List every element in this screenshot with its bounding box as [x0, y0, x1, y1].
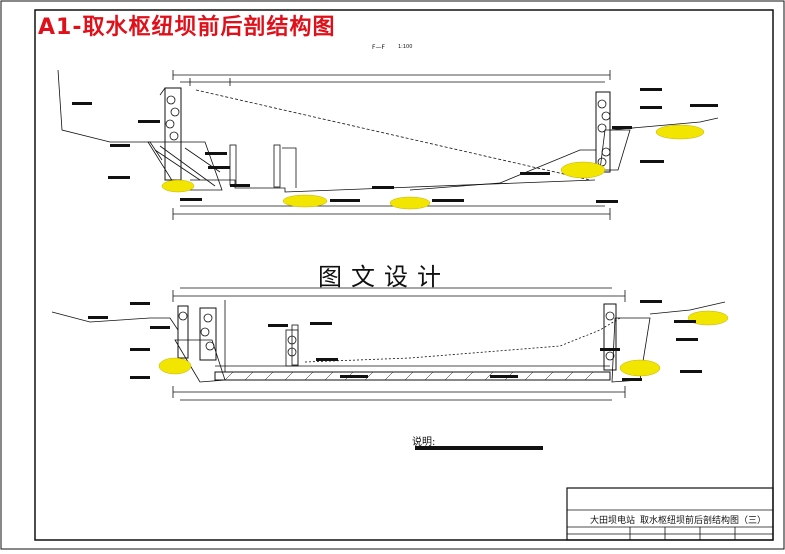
center-caption: 图文设计 — [318, 263, 450, 291]
notes-label: 说明: — [412, 437, 436, 448]
bottom-slab-hatch — [224, 371, 594, 381]
bottom-yellow-fill — [158, 310, 729, 377]
top-section — [57, 69, 719, 220]
section-scale-top: 1:100 — [398, 44, 413, 50]
title-block-project: 大田坝电站 — [590, 516, 636, 526]
bottom-label-bars — [88, 300, 702, 381]
bottom-section — [51, 287, 726, 401]
drawing-overlay-title: A1-取水枢纽坝前后剖结构图 — [38, 15, 336, 40]
top-label-bars — [72, 88, 718, 203]
inner-frame — [34, 9, 774, 541]
title-block-drawing-title: 取水枢纽坝前后剖结构图（三） — [640, 516, 767, 526]
section-label-top: F—F — [372, 44, 385, 51]
title-block-frame — [566, 487, 774, 541]
top-yellow-fill — [161, 124, 705, 210]
notes-bar — [415, 446, 543, 450]
